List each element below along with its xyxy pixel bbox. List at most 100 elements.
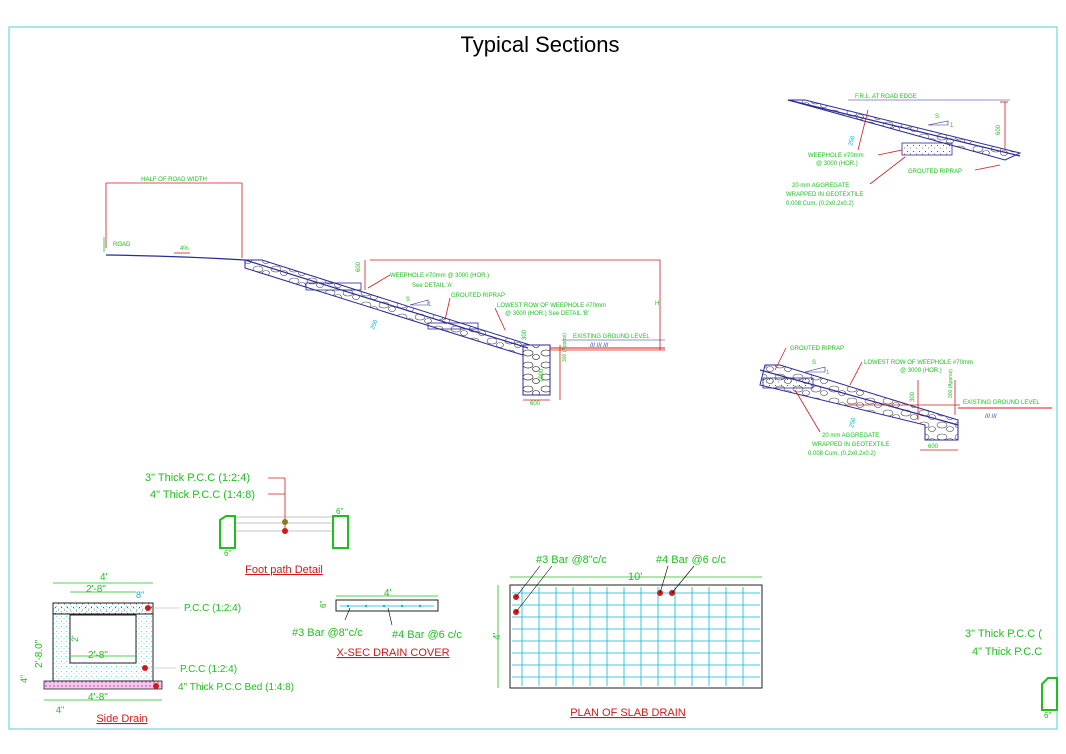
dim-300: 300 [522,329,528,340]
footpath-dim-left: 6" [224,549,231,558]
page-title: Typical Sections [461,32,620,57]
half-road-width-label: HALF OF ROAD WIDTH [141,177,207,183]
detail-a-slope-s: S [935,114,939,120]
detail-b-dim-300: 300 [910,391,916,402]
drain-cover-caption: X-SEC DRAIN COVER [336,647,449,659]
dc-bar-3: #3 Bar @8"c/c [292,627,363,639]
detail-a-agg-2: WRAPPED IN GEOTEXTILE [786,192,863,198]
detail-b-existing-ground: EXISTING GROUND LEVEL [963,400,1040,406]
dim-250: 250 [370,319,379,331]
slab-bar-3: #3 Bar @8"c/c [536,554,607,566]
detail-b-riprap [759,364,959,441]
slope-s-label: S [406,297,410,303]
dc-dim-4ft: 4' [384,588,392,599]
detail-b-agg-1: 20 mm AGGREGATE [822,433,879,439]
sd-pcc-bed: 4" Thick P.C.C Bed (1:4:8) [178,682,294,693]
detail-b-filter [762,377,814,389]
slab-drain-caption: PLAN OF SLAB DRAIN [570,707,686,719]
detail-a-agg-3: 0.008 Cum. (0.2x0.2x0.2) [786,201,854,207]
side-drain-channel [69,614,137,664]
detail-a-slope-1: 1 [950,123,954,129]
partial-dim-6: 6" [1044,711,1051,720]
sd-dim-2ft: 2' [70,635,80,642]
drain-cover-section: 4' 6" #3 Bar @8"c/c #4 Bar @6 c/c X-SEC … [292,588,462,659]
detail-b-agg-3: 0.008 Cum. (0.2x0.2x0.2) [808,451,876,457]
drain-cover-slab [335,599,439,612]
detail-b-lowest-row-2: @ 3000 (HOR.) [900,368,942,374]
sheet-frame [8,26,1058,730]
camber-label: 4% [180,246,189,252]
side-drain-section: 4' 2'-8" 8" 2'-8.0" 2' 2'-8" 4" 4'-8" 4"… [19,572,294,725]
detail-b-slope-1: 1 [826,370,830,376]
dc-dim-6in: 6" [319,601,328,608]
sd-dim-2ft8-top: 2'-8" [86,584,106,595]
sd-dim-2ft8-side: 2'-8.0" [34,639,45,668]
sd-dim-4ft: 4' [100,572,108,583]
detail-a-dim-250: 250 [848,135,857,147]
weephole-filter-lower [427,322,479,330]
partial-kerb [1041,677,1058,711]
sd-dim-8in: 8" [136,590,144,600]
detail-a-riprap [787,99,1022,161]
lowest-row-label-2: @ 3000 (HOR.) See DETAIL 'B' [505,311,589,317]
detail-b-dim-600: 600 [928,444,939,450]
detail-b-lowest-weephole: GROUTED RIPRAP S 1 LOWEST ROW OF WEEPHOL… [759,346,1052,457]
dim-600-bottom: 600 [530,401,541,407]
sd-pcc-top: P.C.C (1:2:4) [184,603,241,614]
footpath-caption: Foot path Detail [245,564,323,576]
rebar-grid [512,587,760,686]
weephole-label: WEEPHOLE #70mm @ 3000 (HOR.) [390,273,489,279]
detail-a-weephole: F.R.L. AT ROAD EDGE 600 S 1 250 WEEPHOLE… [786,94,1022,207]
detail-a-agg-1: 20 mm AGGREGATE [792,183,849,189]
detail-a-weephole-2: @ 3000 (HOR.) [816,161,858,167]
cl-road-label: ROAD [113,242,131,248]
toe-wall [522,344,551,396]
svg-text:/// /// ///: /// /// /// [590,343,609,349]
road-surface [105,254,246,261]
slab-outline [509,584,763,689]
slab-bar-4: #4 Bar @6 c/c [656,554,726,566]
existing-ground-label: EXISTING GROUND LEVEL [573,334,650,340]
weephole-filter-upper [305,282,362,291]
partial-label-1: 3" Thick P.C.C ( [965,628,1042,640]
slab-dim-10ft: 10' [628,571,642,583]
detail-a-weephole-1: WEEPHOLE #70mm [808,153,864,159]
svg-text:/// ///: /// /// [985,414,997,420]
kerb-right [332,515,349,549]
sd-dim-2ft8-inner: 2'-8" [88,650,108,661]
right-partial-footpath: 3" Thick P.C.C ( 4" Thick P.C.C 6" [965,628,1058,720]
detail-b-grouted-riprap: GROUTED RIPRAP [790,346,844,352]
sd-dim-4in-bottom: 4" [56,705,64,715]
side-drain-bed [43,680,163,690]
detail-b-agg-2: WRAPPED IN GEOTEXTILE [812,442,889,448]
dim-600-top: 600 [356,261,362,272]
slab-drain-plan: 10' 4' #3 Bar @8"c/c #4 Bar @6 c/c PLAN … [492,554,763,719]
detail-a-frl: F.R.L. AT ROAD EDGE [855,94,917,100]
sd-pcc-mid: P.C.C (1:2:4) [180,664,237,675]
detail-b-dim-300-approx: 300 (Approx) [948,369,954,398]
slope-1-label: 1 [428,302,432,308]
footpath-dim-right: 6" [336,507,343,516]
partial-label-2: 4" Thick P.C.C [972,646,1042,658]
detail-a-filter [901,142,953,156]
sd-dim-4ft8: 4'-8" [88,692,108,703]
detail-b-dim-250: 250 [849,417,858,429]
see-detail-a-label: See DETAIL 'A' [412,283,453,289]
detail-b-lowest-row-1: LOWEST ROW OF WEEPHOLE #70mm [864,360,973,366]
footpath-marker-1 [282,519,288,525]
kerb-left [219,515,236,549]
dc-bar-4: #4 Bar @6 c/c [392,629,462,641]
detail-b-slope-s: S [812,360,816,366]
side-drain-caption: Side Drain [96,713,147,725]
footpath-detail: 3" Thick P.C.C (1:2:4) 4" Thick P.C.C (1… [145,472,349,576]
dim-1000: 1000 [539,368,545,382]
footpath-marker-2 [282,528,288,534]
footpath-label-2: 4" Thick P.C.C (1:4:8) [150,489,255,501]
dim-300-approx: 300 (Approx) [562,333,568,362]
grouted-riprap-label: GROUTED RIPRAP [451,293,505,299]
lowest-row-label-1: LOWEST ROW OF WEEPHOLE #70mm [497,303,606,309]
footpath-label-1: 3" Thick P.C.C (1:2:4) [145,472,250,484]
road-embankment-section: HALF OF ROAD WIDTH ROAD 4% 600 WEEPHOLE … [103,177,665,407]
dim-h: H [655,301,659,307]
